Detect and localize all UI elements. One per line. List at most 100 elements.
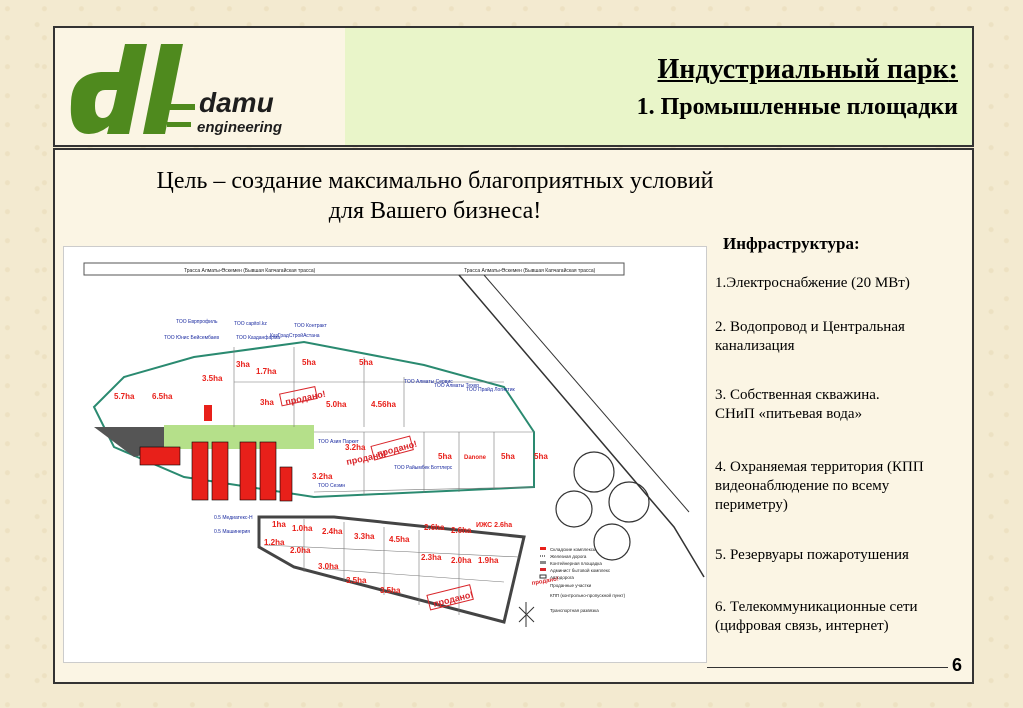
highway-line-2: [483, 274, 690, 513]
warehouse-block: [239, 441, 257, 501]
plot-label: 5ha: [302, 358, 316, 367]
infrastructure-item: 6. Телекоммуникационные сети (цифровая с…: [715, 599, 918, 634]
plot-grid-lower: [263, 519, 520, 615]
plot-label: 2.0ha: [451, 556, 472, 565]
company-label: ТОО Еврпрофиль: [176, 319, 218, 325]
infrastructure-item: 3. Собственная скважина. СНиП «питьевая …: [715, 387, 880, 422]
goal-statement: Цель – создание максимально благоприятны…: [156, 168, 714, 224]
legend-item: Контейнерная площадка: [550, 560, 602, 566]
infrastructure-item: 2. Водопровод и Центральная канализация: [715, 319, 905, 354]
highway-line: [458, 274, 705, 578]
company-label: ТОО Контракт: [294, 323, 328, 329]
logo-word-engineering: engineering: [197, 119, 282, 136]
road-label-right: Трасса Алматы-Өскемен (Бывшая Капчагайск…: [464, 267, 596, 274]
infrastructure-item: 4. Охраняемая территория (КПП видеонаблю…: [715, 459, 924, 513]
legend-item: Транспортная развязка: [550, 608, 599, 613]
company-label: ТОО capitol.kz: [234, 321, 267, 327]
interchange-loop: [555, 490, 593, 528]
company-label: ТОО Азия Паркет: [318, 439, 360, 445]
legend-item: Админист бытовой комплекс: [550, 567, 611, 573]
plot-label: 1.0ha: [292, 524, 313, 533]
plot-label: 2.0ha: [290, 546, 311, 555]
site-boundary: [92, 340, 535, 499]
plot-label: 3.3ha: [354, 532, 375, 541]
plot-label: 3ha: [260, 398, 274, 407]
company-label: ТОО Алматы Сервис: [404, 379, 453, 385]
main-road: [83, 262, 625, 276]
plot-label: 2.4ha: [322, 527, 343, 536]
sold-stamp-frame: [278, 386, 318, 407]
slide-header: damu engineering Индустриальный парк: 1.…: [53, 26, 974, 147]
page-title: Индустриальный парк:: [658, 54, 959, 86]
site-master-plan: Трасса Алматы-Өскемен (Бывшая Капчагайск…: [63, 246, 707, 663]
company-label: ТОО Юнис Бейсембаев: [164, 334, 219, 341]
infrastructure-item: 1.Электроснабжение (20 МВт): [715, 275, 910, 291]
plan-legend: Складские комплексы Железная дорога Конт…: [539, 547, 626, 613]
infrastructure-item: 5. Резервуары пожаротушения: [715, 547, 909, 563]
plot-label: 2.3ha: [421, 553, 442, 562]
legend-item: Складские комплексы: [550, 547, 596, 552]
company-label: ТОО Райымбек Боттлерс: [394, 464, 453, 471]
sold-stamp-frame: [370, 435, 414, 461]
slide-content: Цель – создание максимально благоприятны…: [53, 148, 974, 684]
legend-item: КПП (контрольно-пропускной пункт): [550, 592, 626, 598]
plot-label: 4.56ha: [371, 400, 396, 409]
legend-item: Железная дорога: [550, 554, 587, 559]
plot-label: 5ha: [501, 452, 515, 461]
plot-label: 1ha: [272, 520, 286, 529]
page-title-text: Индустриальный парк: [657, 54, 949, 85]
junction-icon: [518, 602, 535, 627]
warehouse-block: [139, 446, 181, 466]
road-label-left: Трасса Алматы-Өскемен (Бывшая Капчагайск…: [184, 267, 316, 274]
plot-label: 5ha: [534, 452, 548, 461]
plot-label: 5.0ha: [326, 400, 347, 409]
page-number: 6: [951, 655, 962, 675]
interchange-loop: [593, 523, 631, 561]
plot-label: 3.5ha: [202, 374, 223, 383]
header-title-panel: [345, 28, 972, 145]
legend-item: Проданные участки: [550, 583, 592, 588]
sold-stamp-frame: [426, 584, 474, 611]
plot-label: 5ha: [438, 452, 452, 461]
plot-label: ИЖС 2.6ha: [476, 522, 512, 529]
plot-label: 2.6ha: [424, 523, 445, 532]
warehouse-block: [204, 405, 212, 421]
warehouse-block: [191, 441, 209, 501]
company-label: ТОО Сеэмн: [318, 483, 345, 489]
plot-label: 5ha: [359, 358, 373, 367]
sold-stamp: продано!: [531, 576, 559, 587]
page-title-colon: :: [948, 54, 958, 85]
plot-label: 2.6ha: [451, 526, 472, 535]
warehouse-block: [259, 441, 277, 501]
plot-label: 3.2ha: [312, 472, 333, 481]
company-label: КазГрадСтройАстана: [270, 332, 320, 339]
page-number-rule: [707, 667, 948, 668]
small-side-label: 0.5 Медиатекс-Н: [214, 515, 253, 521]
company-label: ТОО Казданфарма: [236, 335, 280, 341]
company-label: ТОО Алматы Техер: [434, 383, 479, 389]
site-plan-drawing: Трасса Алматы-Өскемен (Бывшая Капчагайск…: [83, 262, 705, 627]
logo-word-damu: damu: [199, 87, 274, 118]
plot-label: 1.7ha: [256, 367, 277, 376]
plot-label: 3ha: [236, 360, 250, 369]
plot-label: 3.5ha: [346, 576, 367, 585]
plot-label: 3.0ha: [318, 562, 339, 571]
plot-label: 4.5ha: [389, 535, 410, 544]
damu-logo: damu engineering: [70, 44, 282, 136]
lower-zone-boundary: [257, 515, 526, 624]
small-side-label: 0.5 Машинерия: [214, 529, 250, 535]
plot-grid-upper: [233, 347, 535, 495]
infrastructure-title: Инфраструктура:: [723, 234, 860, 253]
plot-label: 5.7ha: [114, 392, 135, 401]
warehouse-block: [279, 466, 293, 502]
green-zone: [164, 425, 314, 449]
plot-label: Danone: [464, 455, 487, 461]
plot-label: 1.2ha: [264, 538, 285, 547]
plot-label: 1.9ha: [478, 556, 499, 565]
legend-item: Автодорога: [550, 575, 574, 580]
interchange-loop: [573, 451, 615, 493]
page-subtitle: 1. Промышленные площадки: [636, 94, 958, 120]
warehouse-block: [211, 441, 229, 501]
plot-label: 3.2ha: [345, 443, 366, 452]
company-label: ТОО Прайд Логистик: [466, 386, 516, 393]
